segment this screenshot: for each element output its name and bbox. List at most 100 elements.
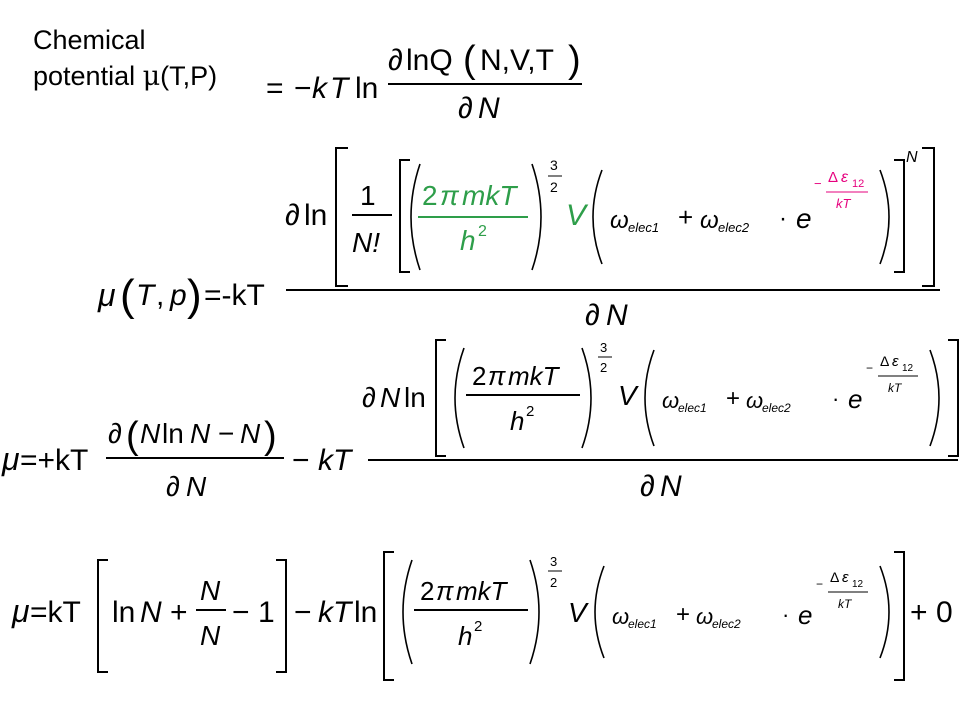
eq3-kT-exp: kT	[888, 381, 903, 395]
eq1-T: T	[330, 72, 351, 105]
eq4-exp-minus: −	[816, 577, 823, 591]
eq4-h: h	[458, 621, 472, 651]
eq4-N-num: N	[200, 575, 221, 606]
eq3-lparen: (	[126, 415, 139, 457]
eq4-zero: 0	[936, 596, 953, 629]
eq2-kT-exp: kT	[836, 196, 852, 211]
eq2-lbracket	[399, 159, 410, 273]
eq2-exp-3: 3	[550, 157, 558, 173]
eq4-lparen-big	[402, 559, 413, 665]
eq3-NlnN: N	[140, 418, 161, 449]
eq3-12: 12	[902, 363, 914, 374]
eq3-omega2: ω	[746, 388, 763, 413]
eq4-2: 2	[420, 576, 434, 606]
eq3-eq-plus-kT: =+kT	[20, 444, 88, 477]
eq1-lnQ: lnQ	[406, 44, 453, 77]
eq3-partial: ∂	[362, 382, 376, 413]
eq2-exp-minus: −	[814, 176, 822, 191]
eq2-2: 2	[422, 180, 438, 211]
eq2-N-sup: N	[906, 149, 918, 166]
eq2-pi: π	[440, 180, 460, 211]
eq3-minus: −	[218, 418, 234, 449]
eq2-partial-den: ∂	[585, 299, 600, 332]
eq2-rparen-big	[531, 163, 542, 271]
eq4-exp-3: 3	[550, 554, 557, 569]
eq2-omega1: ω	[610, 207, 629, 234]
eq4-exp-2: 2	[550, 575, 557, 590]
eq2-mkT: mkT	[462, 180, 518, 211]
eq2-rbracket	[894, 159, 905, 273]
eq4-rbracket	[276, 559, 287, 673]
eq1-minus: −	[294, 72, 312, 105]
eq3-dot: ·	[832, 386, 839, 411]
eq1-partial-bottom: ∂	[458, 92, 473, 125]
eq3-rparen-big	[581, 347, 592, 449]
equation-4: μ =kT ln N + N N − 1 − kT ln 2 π mkT h 2…	[11, 551, 953, 681]
eq1-equals: =	[266, 72, 284, 105]
eq1-N: N	[478, 92, 500, 125]
eq4-minus-2: −	[294, 596, 312, 629]
eq2-12: 12	[852, 178, 864, 190]
eq2-big-lbracket	[335, 147, 348, 287]
eq2-one: 1	[360, 180, 376, 211]
equation-1: = − k T ln ∂ lnQ ( N,V,T ) ∂ N	[266, 39, 582, 125]
eq4-ln-2: ln	[354, 596, 377, 629]
eq3-2: 2	[472, 361, 486, 391]
eq2-N-fact: N!	[352, 227, 380, 258]
equation-2: μ ( T , p ) =-kT ∂ ln 1 N! 2 π mkT h 2 3…	[97, 147, 940, 332]
eq2-partial: ∂	[285, 199, 300, 232]
eq3-exp-3: 3	[600, 340, 607, 355]
eq1-ln: ln	[355, 72, 378, 105]
eq2-lparen-omega	[592, 169, 603, 265]
eq4-pi: π	[436, 576, 454, 606]
eq4-eq-kT: =kT	[30, 596, 81, 629]
eq2-h-exp: 2	[478, 223, 487, 240]
eq4-ln: ln	[112, 596, 135, 629]
eq3-rparen-omega	[929, 349, 940, 447]
eq3-h: h	[510, 406, 524, 436]
eq2-mu: μ	[97, 277, 116, 313]
eq3-mu: μ	[1, 441, 20, 477]
eq4-12: 12	[852, 579, 864, 590]
eq3-exp-minus: −	[866, 361, 873, 375]
eq1-partial-top: ∂	[388, 44, 403, 77]
eq2-T: T	[136, 279, 157, 312]
eq2-Delta: Δ	[828, 169, 838, 186]
eq4-Delta: Δ	[830, 569, 839, 585]
eq4-elec2: elec2	[712, 617, 741, 631]
eq3-N-den2: N	[660, 470, 682, 503]
eq3-partial-num: ∂	[108, 418, 122, 449]
eq1-k: k	[312, 72, 329, 105]
eq3-minus-2: −	[292, 444, 310, 477]
eq4-big-rbracket	[894, 551, 905, 681]
eq2-elec2: elec2	[718, 220, 750, 235]
eq4-big-lbracket	[383, 551, 394, 681]
eq4-plus-2: +	[676, 601, 690, 628]
eq2-epsilon: ε	[841, 169, 849, 186]
eq4-omega2: ω	[696, 604, 713, 629]
eq1-rparen: )	[568, 39, 581, 81]
eq4-omega1: ω	[612, 604, 629, 629]
eq3-h-exp: 2	[526, 403, 534, 420]
eq1-NVT: N,V,T	[480, 44, 554, 77]
eq3-e: e	[848, 384, 862, 414]
heading-line-1: Chemical	[33, 25, 146, 55]
eq4-minus: −	[232, 596, 250, 629]
eq2-V: V	[566, 199, 589, 232]
eq3-epsilon: ε	[892, 353, 899, 370]
eq2-lparen: (	[120, 271, 135, 320]
eq4-N-den: N	[200, 620, 221, 651]
eq2-dot: ·	[779, 205, 787, 232]
eq4-V: V	[568, 597, 589, 628]
eq2-plus: +	[678, 202, 693, 232]
eq3-rbracket	[948, 339, 959, 457]
eq3-ln: ln	[162, 418, 184, 449]
eq2-rparen-omega	[879, 169, 890, 265]
eq3-omega1: ω	[662, 388, 679, 413]
eq3-Delta: Δ	[880, 353, 889, 369]
eq3-ln-2: ln	[404, 382, 426, 413]
eq4-rparen-omega	[879, 565, 890, 659]
eq2-comma: ,	[156, 279, 164, 312]
